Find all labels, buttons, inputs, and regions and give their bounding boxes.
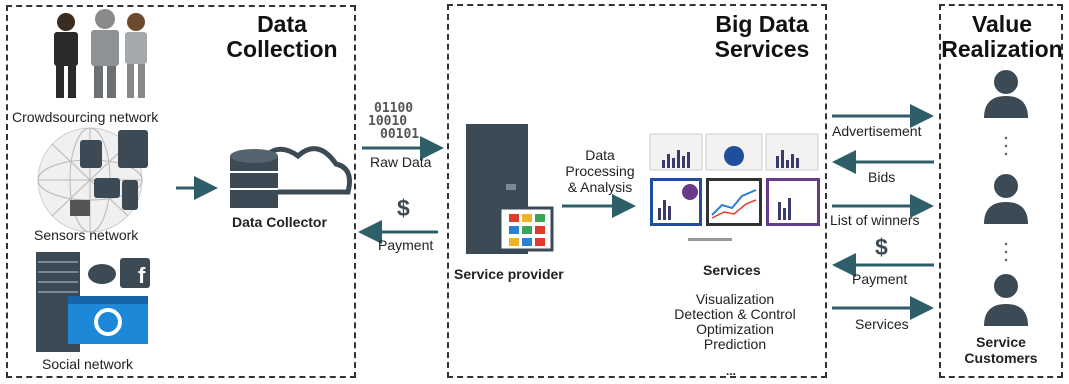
- sensor-globe-icon: [37, 127, 148, 233]
- dollar-icon: $: [397, 195, 410, 221]
- user-silhouette-icon: [984, 70, 1028, 326]
- services-label: Services: [703, 262, 761, 278]
- vertical-ellipsis: [1004, 136, 1008, 262]
- dashboard-bars: [658, 150, 799, 220]
- server-icon: [466, 124, 554, 254]
- data-collector-label: Data Collector: [232, 214, 327, 230]
- flow-arrows: [176, 104, 934, 320]
- data-collection-section: [6, 5, 356, 378]
- dollar-icon-right: $: [875, 234, 888, 260]
- services-flow-label: Services: [855, 316, 909, 332]
- advertisement-label: Advertisement: [832, 123, 922, 139]
- value-realization-section: [939, 4, 1063, 378]
- raw-data-label: Raw Data: [370, 154, 432, 170]
- bottom-ellipsis: ...: [726, 364, 737, 378]
- raw-bits: 01100 10010 00101: [368, 101, 420, 142]
- payment-label-right: Payment: [852, 271, 908, 287]
- sensors-network-label: Sensors network: [34, 227, 139, 243]
- big-data-services-section: [447, 4, 827, 378]
- social-network-label: Social network: [42, 356, 134, 372]
- winners-label: List of winners: [830, 212, 920, 228]
- bids-label: Bids: [868, 169, 896, 185]
- database-cloud-icon: [230, 146, 352, 208]
- crowdsourcing-network-label: Crowdsourcing network: [12, 109, 159, 125]
- people-icon: [54, 9, 147, 98]
- facebook-glyph: f: [138, 263, 146, 288]
- dashboard-screens-icon: [649, 133, 820, 241]
- windows-logo-icon: [509, 214, 545, 246]
- social-media-icon: [36, 252, 150, 352]
- payment-label-left: Payment: [378, 237, 434, 253]
- service-provider-label: Service provider: [454, 266, 564, 282]
